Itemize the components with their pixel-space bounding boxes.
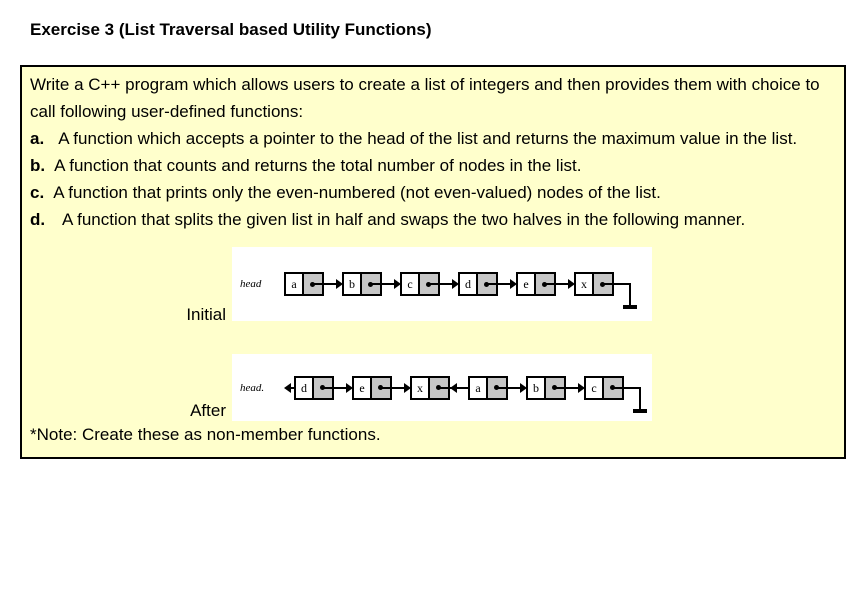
node-value-cell: x	[412, 377, 430, 398]
list-node-x: x	[410, 375, 450, 400]
node-value-cell: b	[528, 377, 546, 398]
list-node-d: d	[458, 272, 498, 296]
node-value-cell: a	[470, 377, 488, 398]
page-title: Exercise 3 (List Traversal based Utility…	[30, 20, 432, 39]
item-d-text: A function that splits the given list in…	[62, 210, 746, 229]
node-pointer-cell	[314, 377, 334, 398]
node-value-cell: a	[286, 274, 304, 294]
list-node-d: d	[294, 375, 334, 400]
node-pointer-cell	[536, 274, 556, 294]
arrow-icon	[498, 272, 517, 296]
node-value-cell: e	[518, 274, 536, 294]
arrow-icon	[392, 376, 411, 400]
node-pointer-cell	[362, 274, 382, 294]
node-pointer-cell	[594, 274, 614, 294]
page: Exercise 3 (List Traversal based Utility…	[0, 20, 866, 459]
figure-label-initial: Initial	[186, 305, 226, 324]
arrow-icon	[334, 376, 353, 400]
head-pointer-label: head	[240, 278, 262, 290]
node-value-cell: c	[402, 274, 420, 294]
list-node-b: b	[526, 375, 566, 400]
arrow-icon	[556, 272, 575, 296]
exercise-box: Write a C++ program which allows users t…	[20, 65, 846, 459]
list-node-x: x	[574, 272, 614, 296]
list-item-a: a. A function which accepts a pointer to …	[30, 125, 836, 152]
arrow-icon	[448, 376, 470, 400]
node-value-cell: c	[586, 377, 604, 398]
node-pointer-cell	[546, 377, 566, 398]
list-item-c: c. A function that prints only the even-n…	[30, 179, 836, 206]
item-c-text: A function that prints only the even-num…	[53, 183, 661, 202]
list-node-c: c	[400, 272, 440, 296]
node-value-cell: d	[296, 377, 314, 398]
head-pointer-label: head.	[240, 381, 265, 394]
item-c-marker: c.	[30, 183, 45, 202]
list-node-a: a	[468, 375, 508, 400]
node-value-cell: d	[460, 274, 478, 294]
node-value-cell: e	[354, 377, 372, 398]
arrow-icon	[508, 376, 527, 400]
item-d-marker: d.	[30, 210, 46, 229]
list-node-c: c	[584, 375, 624, 400]
figure-label-after: After	[190, 401, 226, 420]
item-a-marker: a.	[30, 129, 45, 148]
node-pointer-cell	[488, 377, 508, 398]
list-node-b: b	[342, 272, 382, 296]
list-node-e: e	[352, 375, 392, 400]
node-pointer-cell	[478, 274, 498, 294]
node-pointer-cell	[304, 274, 324, 294]
arrow-icon	[440, 272, 459, 296]
linked-list-diagram-initial: head a b c d e x	[232, 247, 652, 321]
item-b-marker: b.	[30, 156, 46, 175]
list-node-e: e	[516, 272, 556, 296]
node-pointer-cell	[372, 377, 392, 398]
item-a-text: A function which accepts a pointer to th…	[58, 129, 798, 148]
arrow-icon	[324, 272, 343, 296]
node-value-cell: x	[576, 274, 594, 294]
list-item-b: b. A function that counts and returns the…	[30, 152, 836, 179]
linked-list-diagram-after: head. d e x a b c	[232, 354, 652, 421]
node-pointer-cell	[420, 274, 440, 294]
note-text: *Note: Create these as non-member functi…	[30, 425, 381, 444]
null-ground-icon	[624, 376, 650, 413]
arrow-icon	[566, 376, 585, 400]
item-b-text: A function that counts and returns the t…	[54, 156, 582, 175]
node-pointer-cell	[604, 377, 624, 398]
list-item-d: d. A function that splits the given list …	[30, 206, 820, 233]
figure-row-after: After head. d e x a b c	[30, 354, 836, 421]
figure-row-initial: Initial head a b c d e x	[30, 247, 836, 324]
head-arrow-icon	[284, 376, 294, 400]
list-node-a: a	[284, 272, 324, 296]
null-ground-icon	[614, 272, 640, 309]
node-pointer-cell	[430, 377, 450, 398]
node-value-cell: b	[344, 274, 362, 294]
arrow-icon	[382, 272, 401, 296]
intro-paragraph: Write a C++ program which allows users t…	[30, 75, 820, 121]
